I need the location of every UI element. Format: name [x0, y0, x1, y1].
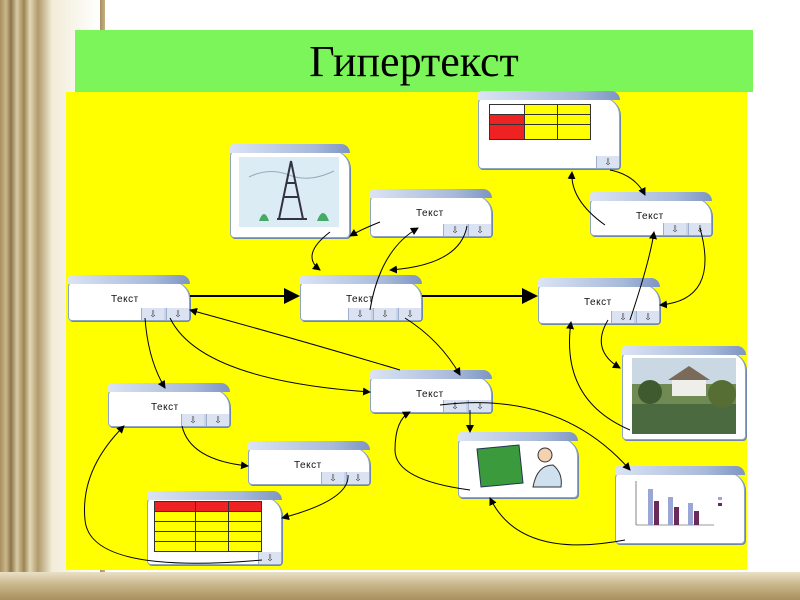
nav-arrow-icon[interactable]: ⇩: [373, 308, 396, 320]
window-label: Текст: [584, 297, 612, 308]
arrow-righttop-to-right: [659, 227, 706, 309]
decorative-frame-bottom: [0, 572, 800, 600]
text-window-lower-center[interactable]: Текст ⇩⇩: [248, 441, 370, 485]
window-label: Текст: [416, 389, 444, 400]
nav-arrow-icon[interactable]: ⇩: [398, 308, 421, 320]
window-label: Текст: [346, 294, 374, 305]
arrow-house-to-right: [566, 321, 631, 431]
nav-arrow-icon[interactable]: ⇩: [596, 156, 619, 168]
nav-arrow-icon[interactable]: ⇩: [166, 308, 189, 320]
title-bar: Гипертекст: [75, 30, 753, 92]
house-photo-icon: [632, 358, 736, 434]
window-label: Текст: [151, 402, 179, 413]
window-nav-bar[interactable]: ⇩⇩⇩: [348, 308, 421, 320]
teacher-clipart-icon: [476, 444, 562, 488]
window-nav-bar[interactable]: ⇩⇩: [141, 308, 189, 320]
arrow-right-to-house: [600, 319, 621, 369]
text-window-left[interactable]: Текст ⇩⇩: [68, 275, 190, 321]
nav-arrow-icon[interactable]: ⇩: [348, 308, 371, 320]
text-window-mid-center[interactable]: Текст ⇩⇩: [370, 370, 492, 413]
nav-arrow-icon[interactable]: ⇩: [611, 311, 634, 323]
chart-window[interactable]: [615, 466, 745, 544]
window-label: Текст: [111, 294, 139, 305]
nav-arrow-icon[interactable]: ⇩: [443, 224, 466, 236]
arrow-teacher-to-midcenter: [394, 411, 471, 491]
nav-arrow-icon[interactable]: ⇩: [258, 552, 281, 564]
arrow-table-to-righttop: [609, 169, 646, 196]
nav-arrow-icon[interactable]: ⇩: [663, 223, 686, 235]
text-window-mid-left[interactable]: Текст ⇩⇩: [108, 383, 230, 427]
arrow-chart-to-teacher: [489, 497, 626, 546]
arrow-midleft-to-lowercenter: [181, 425, 249, 470]
nav-arrow-icon[interactable]: ⇩: [321, 472, 344, 484]
nav-arrow-icon[interactable]: ⇩: [141, 308, 164, 320]
window-label: Текст: [294, 460, 322, 471]
nav-arrow-icon[interactable]: ⇩: [346, 472, 369, 484]
window-nav-bar[interactable]: ⇩⇩: [181, 414, 229, 426]
window-nav-bar[interactable]: ⇩⇩: [611, 311, 659, 323]
nav-arrow-icon[interactable]: ⇩: [636, 311, 659, 323]
arrow-lowercenter-to-table: [281, 474, 349, 521]
eiffel-tower-icon: [239, 157, 339, 227]
arrow-textop-to-center: [389, 225, 468, 274]
table-icon: [489, 104, 591, 140]
arrow-right-to-righttop: [629, 231, 657, 321]
arrow-midcenter-to-left: [189, 307, 401, 371]
nav-arrow-icon[interactable]: ⇩: [468, 224, 491, 236]
arrow-textop-to-eiffel: [349, 221, 381, 237]
window-nav-bar[interactable]: ⇩⇩: [321, 472, 369, 484]
window-label: Текст: [636, 211, 664, 222]
nav-arrow-icon[interactable]: ⇩: [206, 414, 229, 426]
window-nav-bar[interactable]: ⇩⇩: [443, 224, 491, 236]
arrow-midcenter-to-chart: [439, 402, 631, 471]
window-nav-bar[interactable]: ⇩: [258, 552, 281, 564]
window-label: Текст: [416, 208, 444, 219]
image-window-eiffel[interactable]: [230, 144, 350, 238]
arrow-center-to-midcenter: [404, 317, 461, 376]
nav-arrow-icon[interactable]: ⇩: [181, 414, 204, 426]
table-window-bottom-left[interactable]: ⇩: [147, 491, 282, 565]
text-window-center[interactable]: Текст ⇩⇩⇩: [300, 275, 422, 321]
image-window-house[interactable]: [622, 346, 746, 440]
image-window-teacher[interactable]: [458, 432, 578, 498]
slide-title: Гипертекст: [309, 36, 519, 86]
arrow-left-to-midleft: [144, 317, 166, 389]
arrow-center-to-textop: [369, 227, 419, 311]
bar-chart-icon: [635, 481, 722, 526]
table-icon: [154, 501, 262, 552]
window-nav-bar[interactable]: ⇩: [596, 156, 619, 168]
arrow-left-to-midcenter: [169, 317, 371, 396]
table-window-top-right[interactable]: ⇩: [478, 91, 620, 169]
arrow-eiffel-to-textop: [311, 231, 331, 271]
text-window-top-center[interactable]: Текст ⇩⇩: [370, 189, 492, 237]
arrow-righttop-to-table: [567, 171, 606, 226]
arrow-table-to-midleft: [83, 425, 263, 564]
